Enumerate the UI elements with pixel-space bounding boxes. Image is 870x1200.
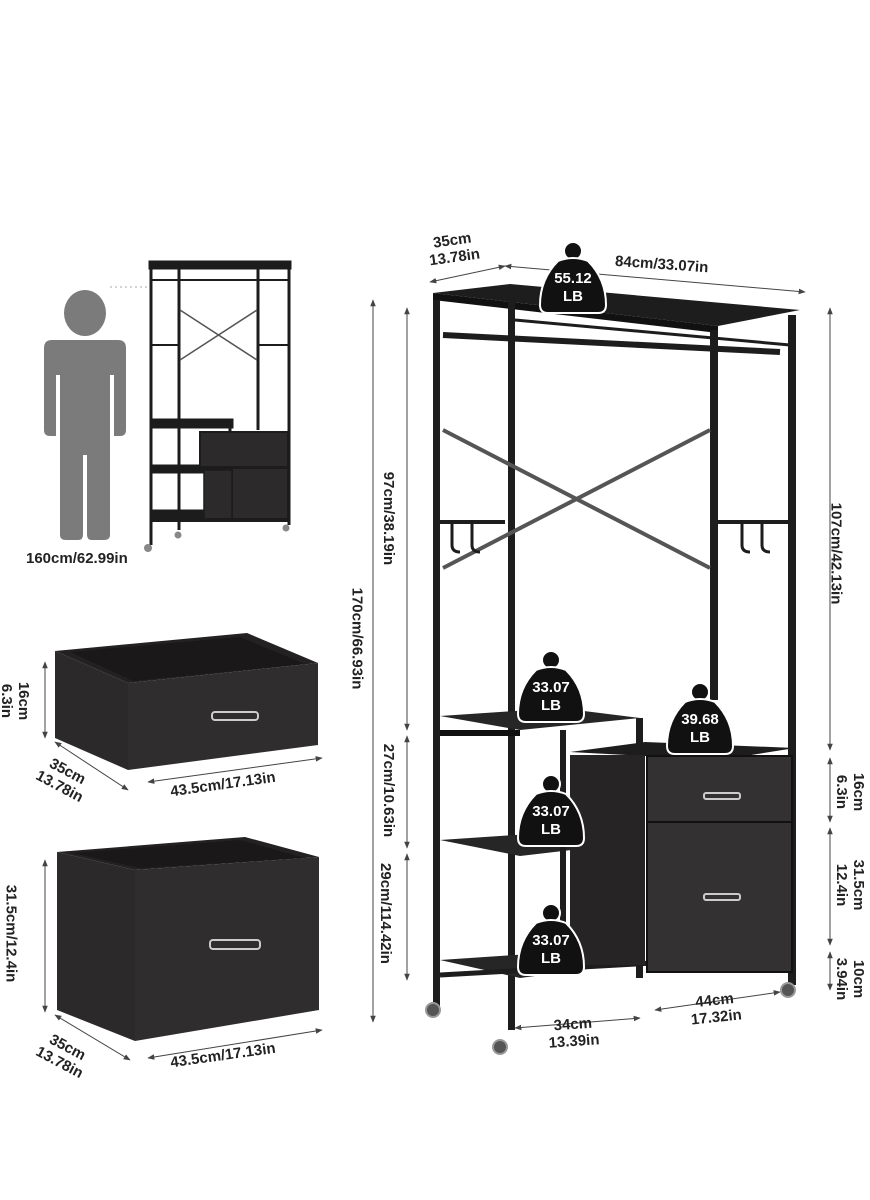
rack-low-height-label: 29cm/114.42in	[376, 863, 394, 964]
rack-right-upper-height-label: 107cm/42.13in	[827, 502, 845, 605]
weight-badge-shelf-top-unit: LB	[541, 697, 561, 714]
weight-icon	[665, 682, 735, 755]
rack-drawer-width-label: 44cm 17.32in	[688, 989, 742, 1028]
weight-badge-shelf-bottom-unit: LB	[541, 950, 561, 967]
weight-icon	[516, 650, 586, 723]
weight-badge-top-value: 55.12	[554, 270, 592, 287]
large-fabric-box	[57, 837, 319, 1041]
small-box-height-label: 16cm 6.3in	[0, 671, 32, 731]
rack-total-height-label: 170cm/66.93in	[348, 587, 366, 690]
rack-right-drawer-large-in: 12.4in	[833, 863, 850, 907]
rack-right-base-cm: 10cm	[850, 959, 867, 999]
rack-right-base-label: 10cm 3.94in	[833, 947, 867, 1011]
rack-depth-label: 35cm 13.78in	[426, 229, 481, 269]
small-box-handle	[211, 711, 259, 721]
rack-right-drawer-large-cm: 31.5cm	[850, 859, 867, 911]
weight-icon	[538, 241, 608, 314]
rack-thumbnail	[144, 260, 292, 552]
weight-icon	[516, 774, 586, 847]
rack-right-drawer-large-label: 31.5cm 12.4in	[833, 853, 867, 917]
person-height-label: 160cm/62.99in	[26, 550, 128, 567]
rack-shelf-width-label: 34cm 13.39in	[547, 1014, 600, 1052]
weight-badge-shelf-mid: 33.07 LB	[516, 774, 586, 848]
dimension-lines	[42, 263, 833, 1061]
weight-badge-top: 55.12 LB	[538, 241, 608, 315]
large-box-height-label: 31.5cm/12.4in	[2, 884, 20, 983]
rack-right-base-in: 3.94in	[833, 957, 850, 1001]
weight-badge-shelf-mid-value: 33.07	[532, 803, 570, 820]
rack-right-drawer-small-cm: 16cm	[850, 772, 867, 812]
drawer-handle-top	[703, 792, 741, 800]
weight-icon	[516, 903, 586, 976]
weight-badge-top-unit: LB	[563, 288, 583, 305]
weight-badge-cabinet: 39.68 LB	[665, 682, 735, 756]
drawer-handle-bottom	[703, 893, 741, 901]
weight-badge-shelf-bottom: 33.07 LB	[516, 903, 586, 977]
large-box-handle	[209, 939, 261, 950]
small-fabric-box	[55, 633, 318, 770]
person-silhouette	[44, 290, 126, 540]
rack-upper-height-label: 97cm/38.19in	[380, 471, 398, 566]
weight-badge-cabinet-value: 39.68	[681, 711, 719, 728]
main-rack	[425, 284, 800, 1055]
weight-badge-shelf-top: 33.07 LB	[516, 650, 586, 724]
weight-badge-shelf-mid-unit: LB	[541, 821, 561, 838]
rack-right-drawer-small-label: 16cm 6.3in	[833, 764, 867, 820]
small-box-height-cm: 16cm	[15, 681, 32, 721]
rack-mid-height-label: 27cm/10.63in	[380, 743, 398, 838]
rack-right-drawer-small-in: 6.3in	[833, 774, 850, 810]
weight-badge-shelf-top-value: 33.07	[532, 679, 570, 696]
weight-badge-cabinet-unit: LB	[690, 729, 710, 746]
small-box-height-in: 6.3in	[0, 683, 15, 719]
rack-shelf-width-in: 13.39in	[548, 1031, 600, 1052]
weight-badge-shelf-bottom-value: 33.07	[532, 932, 570, 949]
